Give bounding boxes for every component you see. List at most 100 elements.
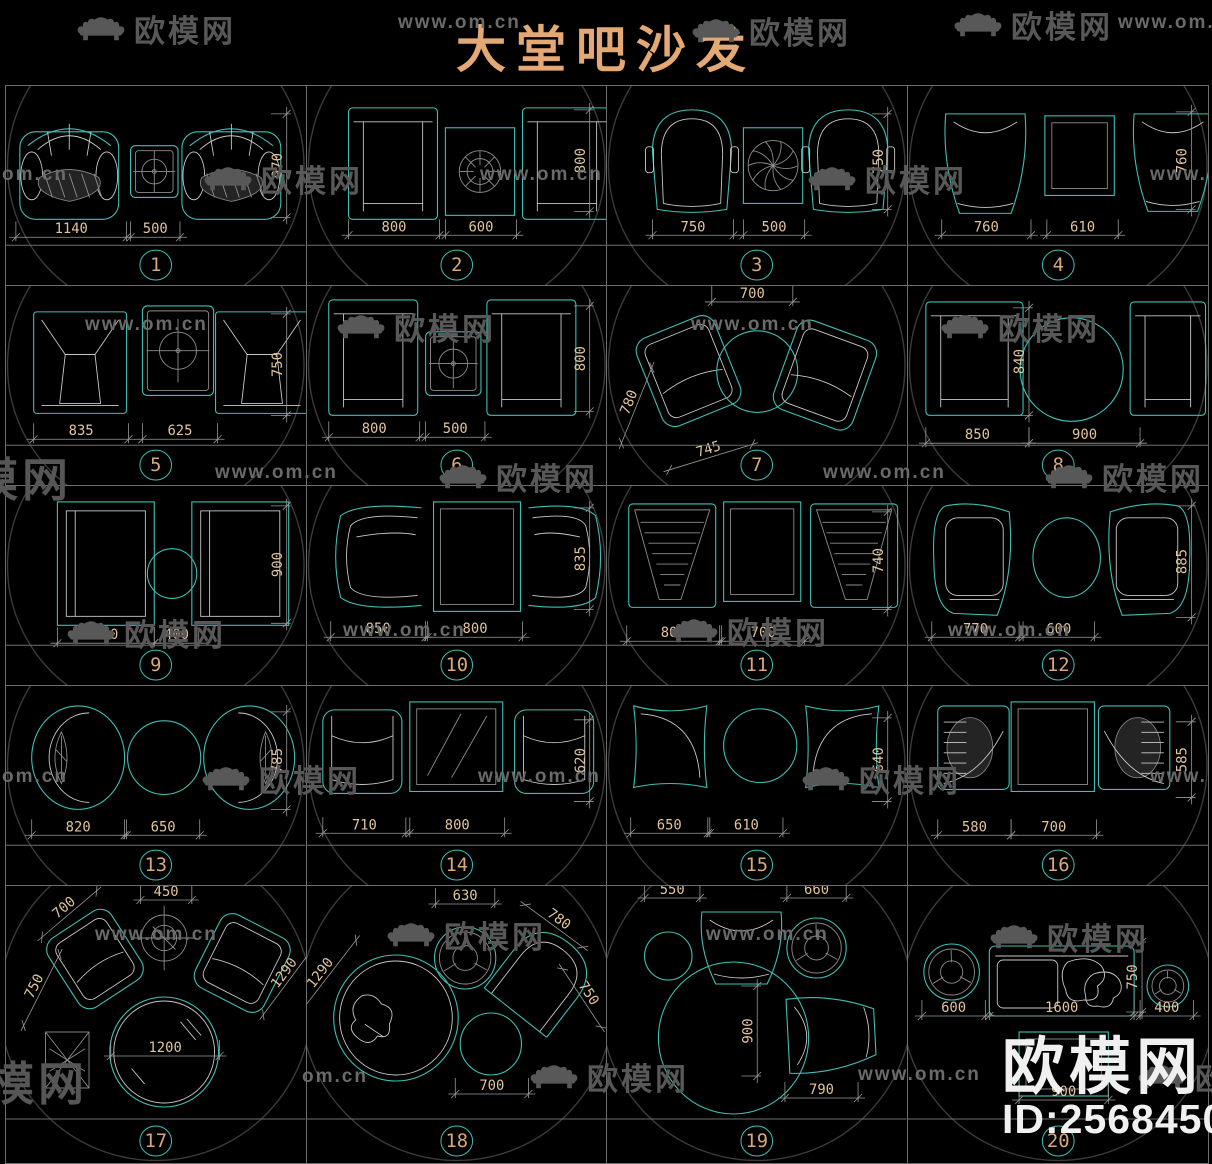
wheel-figure xyxy=(787,918,846,978)
cross-figure xyxy=(142,306,213,396)
id-text: ID:2568450 xyxy=(1002,1099,1212,1141)
dimension: 700 xyxy=(705,286,800,306)
svg-text:450: 450 xyxy=(154,886,179,900)
dimension: 900 xyxy=(1022,427,1147,447)
cross-figure xyxy=(131,146,178,198)
plan-number: 9 xyxy=(150,655,161,676)
dimension: 850 xyxy=(918,427,1035,447)
svg-text:650: 650 xyxy=(151,819,176,835)
svg-text:750: 750 xyxy=(22,971,48,1001)
svg-text:585: 585 xyxy=(1174,747,1190,772)
plan-cell-13: 820 650 785 13 xyxy=(6,686,307,886)
plan-number: 13 xyxy=(144,855,167,876)
svg-text:750: 750 xyxy=(871,149,887,174)
svg-text:760: 760 xyxy=(973,219,998,235)
dimension: 780 xyxy=(607,356,658,450)
svg-text:400: 400 xyxy=(164,627,189,643)
svg-text:550: 550 xyxy=(660,886,685,898)
svg-text:500: 500 xyxy=(762,219,787,235)
plush-figure xyxy=(20,124,119,220)
dimension: 785 xyxy=(270,705,291,816)
svg-text:625: 625 xyxy=(167,423,192,439)
plan-number: 16 xyxy=(1046,854,1069,876)
svg-text:1200: 1200 xyxy=(148,1040,181,1056)
ell-figure xyxy=(1032,518,1099,598)
svg-text:820: 820 xyxy=(66,819,91,835)
dimension: 885 xyxy=(1174,499,1195,624)
dimension: 900 xyxy=(740,979,761,1083)
svg-text:580: 580 xyxy=(961,819,986,835)
dimension: 400 xyxy=(147,627,205,647)
svg-text:800: 800 xyxy=(572,148,588,173)
svg-text:400: 400 xyxy=(1154,1000,1179,1016)
dimension: 640 xyxy=(871,711,892,809)
svg-text:835: 835 xyxy=(572,546,588,571)
svg-text:800: 800 xyxy=(361,421,386,437)
dimension: 625 xyxy=(135,423,224,443)
trap-figure xyxy=(944,114,1025,214)
low-figure xyxy=(322,710,401,794)
dimension: 770 xyxy=(924,621,1025,641)
dimension: 760 xyxy=(1174,105,1195,216)
dimension: 700 xyxy=(715,625,812,645)
sq-figure xyxy=(486,300,575,415)
svg-text:745: 745 xyxy=(694,438,723,461)
plan-cell-16: 580 700 585 16 xyxy=(908,686,1209,886)
plan-number: 5 xyxy=(150,455,161,476)
page-title: 大堂吧沙发 xyxy=(0,10,1212,82)
svg-text:885: 885 xyxy=(1174,549,1190,574)
dimension: 580 xyxy=(930,819,1017,839)
hatchc-figure xyxy=(1098,706,1169,790)
svg-text:850: 850 xyxy=(365,621,390,637)
dimension: 600 xyxy=(438,219,523,239)
pin-figure xyxy=(743,128,802,204)
curve-figure xyxy=(335,506,421,607)
svg-text:710: 710 xyxy=(351,817,376,833)
dimension: 750 xyxy=(646,219,741,239)
dimension: 800 xyxy=(341,219,446,239)
dimension: 750 xyxy=(555,955,606,1034)
plush-figure xyxy=(182,124,281,220)
svg-text:835: 835 xyxy=(69,423,94,439)
bigsq-figure xyxy=(57,502,154,625)
svg-text:830: 830 xyxy=(93,627,118,643)
cross-figure xyxy=(425,332,480,396)
plan-number: 2 xyxy=(451,255,462,276)
brand-text: 欧模网 xyxy=(1002,1036,1212,1099)
svg-text:610: 610 xyxy=(1070,219,1095,235)
ang-figure xyxy=(34,312,127,413)
dimension: 1600 xyxy=(982,1000,1141,1020)
circ-figure xyxy=(1020,318,1123,421)
plan-number: 10 xyxy=(445,655,468,676)
rot-figure xyxy=(189,909,294,1017)
tsq-figure xyxy=(724,502,801,601)
dimension: 630 xyxy=(428,888,501,908)
arch-figure xyxy=(484,919,600,1038)
plan-number: 15 xyxy=(745,855,768,876)
circ-figure xyxy=(658,962,808,1114)
drape-figure xyxy=(629,504,716,607)
plan-number: 8 xyxy=(1052,454,1063,476)
dimension: 750 xyxy=(1125,935,1146,1019)
svg-text:760: 760 xyxy=(1174,148,1190,173)
wheel-figure xyxy=(923,944,979,1000)
svg-text:620: 620 xyxy=(572,748,588,773)
crossr-figure xyxy=(132,906,196,970)
pillow-figure xyxy=(806,706,879,788)
svg-text:600: 600 xyxy=(1046,621,1071,637)
dimension: 760 xyxy=(934,219,1037,239)
dimension: 700 xyxy=(448,1078,535,1098)
dimension: 700 xyxy=(1004,819,1103,839)
dimension: 1200 xyxy=(104,1040,227,1060)
dimension: 745 xyxy=(659,427,759,475)
dimension: 500 xyxy=(124,221,187,241)
